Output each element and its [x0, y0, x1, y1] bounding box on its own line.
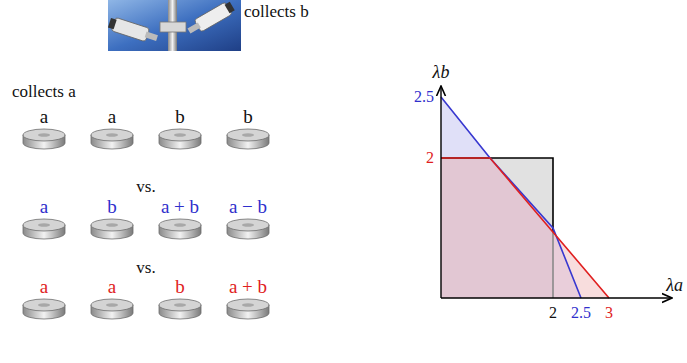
disk-icon	[157, 218, 203, 242]
disk-icon	[157, 298, 203, 322]
tick-label: 3	[605, 304, 613, 322]
symbol-label: b	[175, 276, 185, 298]
symbol-label: b	[243, 106, 253, 128]
symbol-label: a	[108, 276, 116, 298]
symbol-label: a	[40, 106, 48, 128]
tick-label: 2.5	[571, 304, 591, 322]
symbol-label: b	[175, 106, 185, 128]
disk-icon	[89, 298, 135, 322]
disk-icon	[89, 218, 135, 242]
disk-icon	[157, 128, 203, 152]
disk-icon	[21, 128, 67, 152]
rate-region-chart	[441, 86, 672, 298]
symbol-label: a + b	[161, 196, 199, 218]
tick-label: 2	[426, 149, 434, 167]
disk-icon	[225, 218, 271, 242]
comparison-word: vs.	[136, 177, 155, 197]
camera-caption: collects a	[12, 82, 76, 102]
disk-node: b	[155, 106, 205, 152]
symbol-label: a − b	[229, 196, 267, 218]
camera-photo	[107, 0, 241, 51]
disk-node: a	[19, 106, 69, 152]
symbol-label: a + b	[229, 276, 267, 298]
disk-node: a + b	[223, 276, 273, 322]
disk-icon	[225, 298, 271, 322]
axis-label: λa	[666, 275, 683, 296]
symbol-label: a	[40, 276, 48, 298]
disk-node: a + b	[155, 196, 205, 242]
tick-label: 2.5	[414, 88, 434, 106]
camera-caption: collects b	[244, 2, 309, 22]
disk-node: a	[19, 276, 69, 322]
disk-node: b	[155, 276, 205, 322]
disk-node: a	[87, 106, 137, 152]
disk-node: a	[87, 276, 137, 322]
disk-icon	[21, 298, 67, 322]
disk-node: b	[87, 196, 137, 242]
axis-label: λb	[433, 62, 450, 83]
comparison-word: vs.	[136, 258, 155, 278]
disk-icon	[21, 218, 67, 242]
symbol-label: a	[108, 106, 116, 128]
disk-node: a	[19, 196, 69, 242]
disk-node: b	[223, 106, 273, 152]
symbol-label: a	[40, 196, 48, 218]
disk-icon	[89, 128, 135, 152]
disk-node: a − b	[223, 196, 273, 242]
symbol-label: b	[107, 196, 117, 218]
tick-label: 2	[549, 304, 557, 322]
disk-icon	[225, 128, 271, 152]
